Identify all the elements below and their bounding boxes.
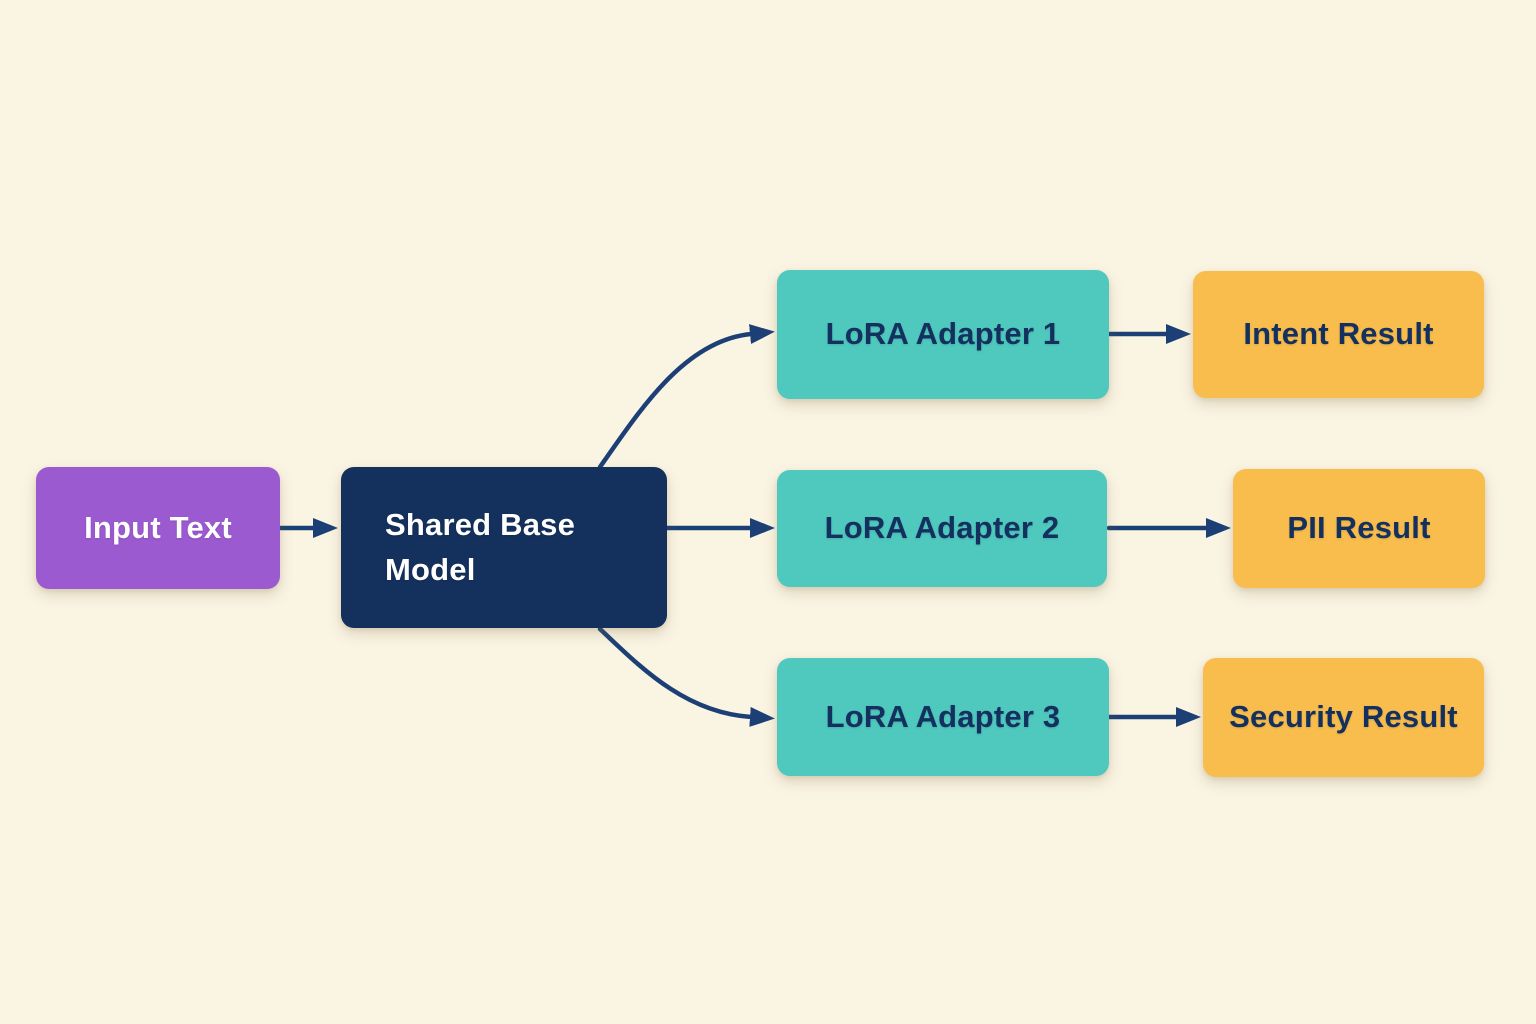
node-security-result: Security Result [1203, 658, 1484, 777]
node-label: LoRA Adapter 1 [825, 316, 1061, 352]
node-input-text: Input Text [36, 467, 280, 589]
edge-shared-base-model-to-lora-adapter-1 [597, 324, 775, 470]
node-lora-adapter-2: LoRA Adapter 2 [777, 470, 1107, 587]
node-lora-adapter-3: LoRA Adapter 3 [777, 658, 1109, 776]
node-lora-adapter-1: LoRA Adapter 1 [777, 270, 1109, 399]
node-pii-result: PII Result [1233, 469, 1485, 588]
edge-shared-base-model-to-lora-adapter-3 [597, 626, 775, 727]
node-shared-base-model: Shared Base Model [341, 467, 667, 628]
node-label: Input Text [84, 509, 232, 545]
node-label: Security Result [1229, 699, 1458, 735]
node-label: LoRA Adapter 2 [824, 510, 1060, 546]
node-label: PII Result [1287, 510, 1431, 546]
node-label: LoRA Adapter 3 [825, 698, 1061, 734]
node-intent-result: Intent Result [1193, 271, 1484, 398]
node-label: Intent Result [1243, 316, 1434, 352]
node-label: Shared Base Model [385, 506, 576, 587]
